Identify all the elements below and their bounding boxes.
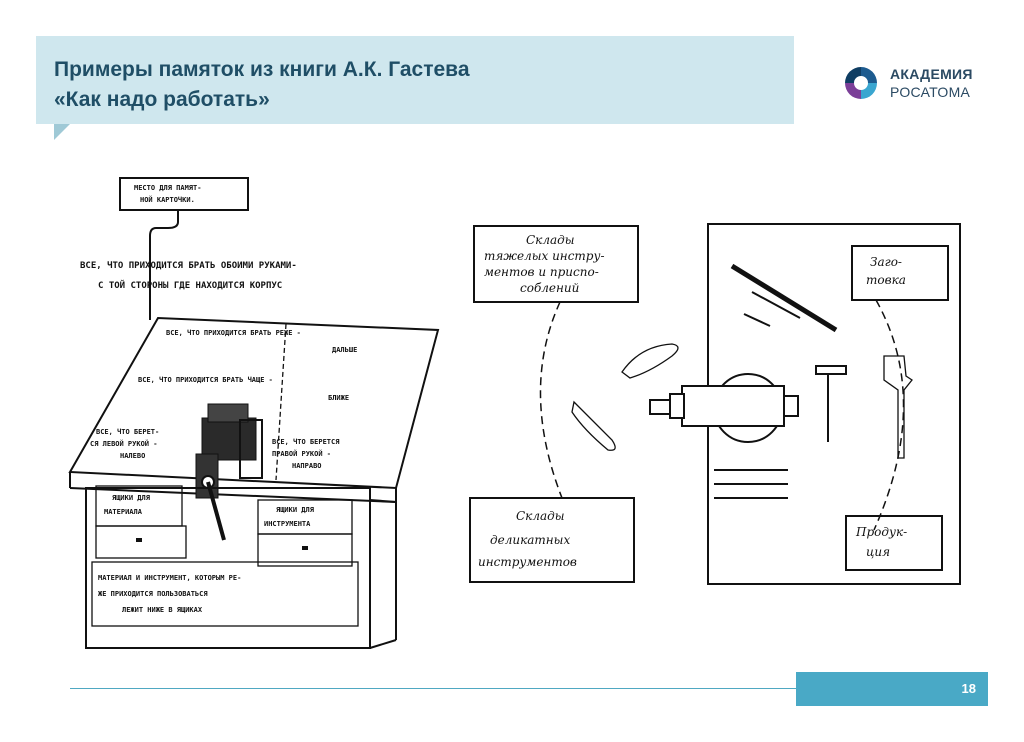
page-number: 18 — [961, 681, 976, 696]
right-hand-shape — [571, 400, 616, 451]
drawer-material — [95, 525, 187, 559]
page-number-box: 18 — [796, 672, 988, 706]
bench-side-bottom — [369, 639, 397, 649]
drawer-tools-handle — [302, 546, 308, 550]
vise-top-body — [681, 385, 785, 427]
often-line1: ВСЕ, ЧТО ПРИХОДИТСЯ БРАТЬ ЧАЩЕ - — [138, 376, 273, 384]
bottom-note-frame — [91, 561, 359, 627]
reach-arc-right — [873, 299, 905, 531]
page-title: Примеры памяток из книги А.К. Гастева «К… — [54, 55, 470, 115]
delicate-tools-box — [469, 497, 635, 583]
rarely-line1: ВСЕ, ЧТО ПРИХОДИТСЯ БРАТЬ РЕЖЕ - — [166, 329, 301, 337]
bench-body — [85, 487, 371, 649]
product-line2: ция — [866, 545, 890, 559]
vise-top-screw — [649, 399, 671, 415]
often-line2: БЛИЖЕ — [328, 394, 349, 402]
right-hand-line2: ПРАВОЙ РУКОЙ - — [272, 449, 331, 458]
card-post — [149, 210, 179, 320]
vise-top-end — [783, 395, 799, 417]
logo-text-line1: АКАДЕМИЯ — [890, 66, 973, 82]
title-banner — [36, 36, 794, 124]
heavy-tools-line1: Склады — [526, 233, 575, 247]
reach-arc-left — [539, 301, 563, 499]
drawer-tools-line1: ЯЩИКИ ДЛЯ — [276, 506, 314, 514]
drawer-tools — [257, 533, 353, 567]
left-hand-line3: НАЛЕВО — [120, 452, 145, 460]
card-place-line1: МЕСТО ДЛЯ ПАМЯТ- — [134, 184, 201, 192]
heavy-tools-line3: ментов и приспо- — [484, 265, 599, 279]
blank-line1: Заго- — [870, 255, 902, 269]
both-hands-line1: ВСЕ, ЧТО ПРИХОДИТСЯ БРАТЬ ОБОИМИ РУКАМИ- — [80, 261, 297, 271]
tools-drawing — [714, 263, 913, 499]
title-banner-tail — [54, 124, 70, 140]
logo-text-line2: РОСАТОМА — [890, 84, 971, 100]
drawer-material-line1: ЯЩИКИ ДЛЯ — [112, 494, 150, 502]
blank-box — [851, 245, 949, 301]
academy-logo: АКАДЕМИЯ РОСАТОМА — [842, 60, 1002, 106]
right-hand-line3: НАПРАВО — [292, 462, 322, 470]
drawer-tools-line2: ИНСТРУМЕНТА — [264, 520, 311, 528]
card-place-line2: НОЙ КАРТОЧКИ. — [140, 195, 195, 204]
left-hand-line2: СЯ ЛЕВОЙ РУКОЙ - — [90, 439, 157, 448]
left-hand-shape — [621, 343, 679, 379]
heavy-tools-line2: тяжелых инстру- — [484, 249, 605, 263]
bench-center-line — [275, 323, 287, 481]
bottom-note-line2: ЖЕ ПРИХОДИТСЯ ПОЛЬЗОВАТЬСЯ — [98, 590, 208, 598]
drawer-material-line2: МАТЕРИАЛА — [104, 508, 143, 516]
both-hands-line2: С ТОЙ СТОРОНЫ ГДЕ НАХОДИТСЯ КОРПУС — [98, 279, 282, 291]
card-place-frame — [119, 177, 249, 211]
rosatom-logo-icon — [845, 67, 877, 99]
heavy-tools-box — [473, 225, 639, 303]
page-title-line1: Примеры памяток из книги А.К. Гастева — [54, 58, 470, 81]
drawer-material-handle — [136, 538, 142, 542]
delicate-tools-line3: инструментов — [478, 555, 577, 569]
bottom-note-line1: МАТЕРИАЛ И ИНСТРУМЕНТ, КОТОРЫМ РЕ- — [98, 574, 241, 582]
bottom-note-line3: ЛЕЖИТ НИЖЕ В ЯЩИКАХ — [122, 606, 203, 614]
rarely-line2: ДАЛЬШЕ — [332, 346, 357, 354]
left-hand-line1: ВСЕ, ЧТО БЕРЕТ- — [96, 428, 159, 436]
vise-drawing — [195, 403, 263, 541]
product-line1: Продук- — [855, 525, 907, 539]
delicate-tools-line2: деликатных — [490, 533, 570, 547]
vise-top-jaw — [669, 393, 685, 419]
blank-line2: товка — [866, 273, 906, 287]
bench-side-top — [369, 499, 397, 503]
footer-divider — [70, 688, 796, 689]
page-title-line2: «Как надо работать» — [54, 88, 270, 111]
right-hand-line1: ВСЕ, ЧТО БЕРЕТСЯ — [272, 438, 339, 446]
bench-top — [68, 316, 440, 490]
workbench-illustration: МЕСТО ДЛЯ ПАМЯТ- НОЙ КАРТОЧКИ. ВСЕ, ЧТО … — [68, 177, 440, 649]
layout-diagram: Склады тяжелых инстру- ментов и приспо- … — [469, 223, 961, 585]
product-box — [845, 515, 943, 571]
delicate-tools-line1: Склады — [516, 509, 565, 523]
heavy-tools-line4: соблений — [520, 281, 579, 295]
